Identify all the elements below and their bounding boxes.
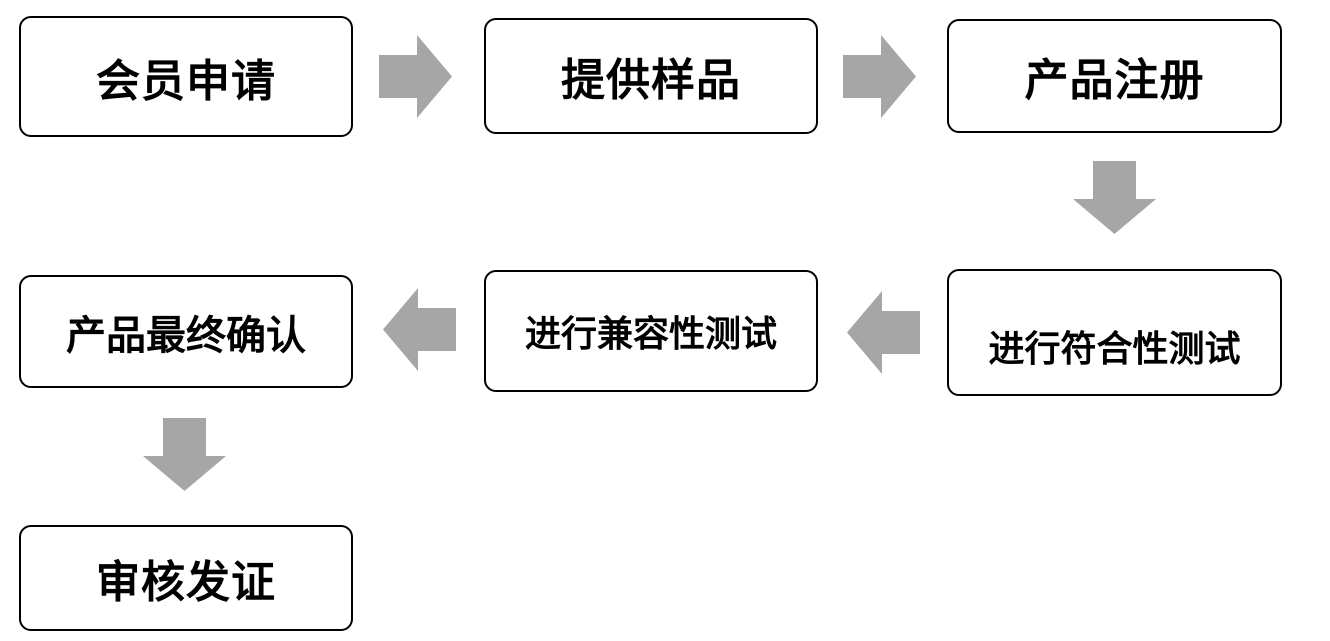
- arrow-left-icon: [383, 288, 456, 371]
- step-product-registration: 产品注册: [947, 19, 1282, 133]
- step-provide-samples: 提供样品: [484, 18, 818, 134]
- step-label: 进行符合性测试: [988, 329, 1241, 370]
- step-compatibility-testing: 进行兼容性测试: [484, 270, 818, 392]
- step-label: 审核发证: [96, 557, 276, 608]
- step-conformance-testing: 进行符合性测试: [947, 269, 1282, 396]
- step-label: 产品注册: [1024, 55, 1205, 106]
- step-review-and-certify: 审核发证: [19, 525, 353, 631]
- arrow-down-icon: [1073, 161, 1156, 234]
- arrow-left-icon: [847, 291, 920, 374]
- step-final-confirmation: 产品最终确认: [19, 275, 353, 388]
- arrow-right-icon: [843, 35, 916, 118]
- step-label: 进行兼容性测试: [524, 314, 777, 355]
- step-label: 产品最终确认: [66, 312, 306, 359]
- step-label: 会员申请: [96, 55, 276, 107]
- step-member-application: 会员申请: [19, 16, 353, 137]
- arrow-down-icon: [143, 418, 226, 491]
- arrow-right-icon: [379, 35, 452, 118]
- step-label: 提供样品: [561, 55, 741, 106]
